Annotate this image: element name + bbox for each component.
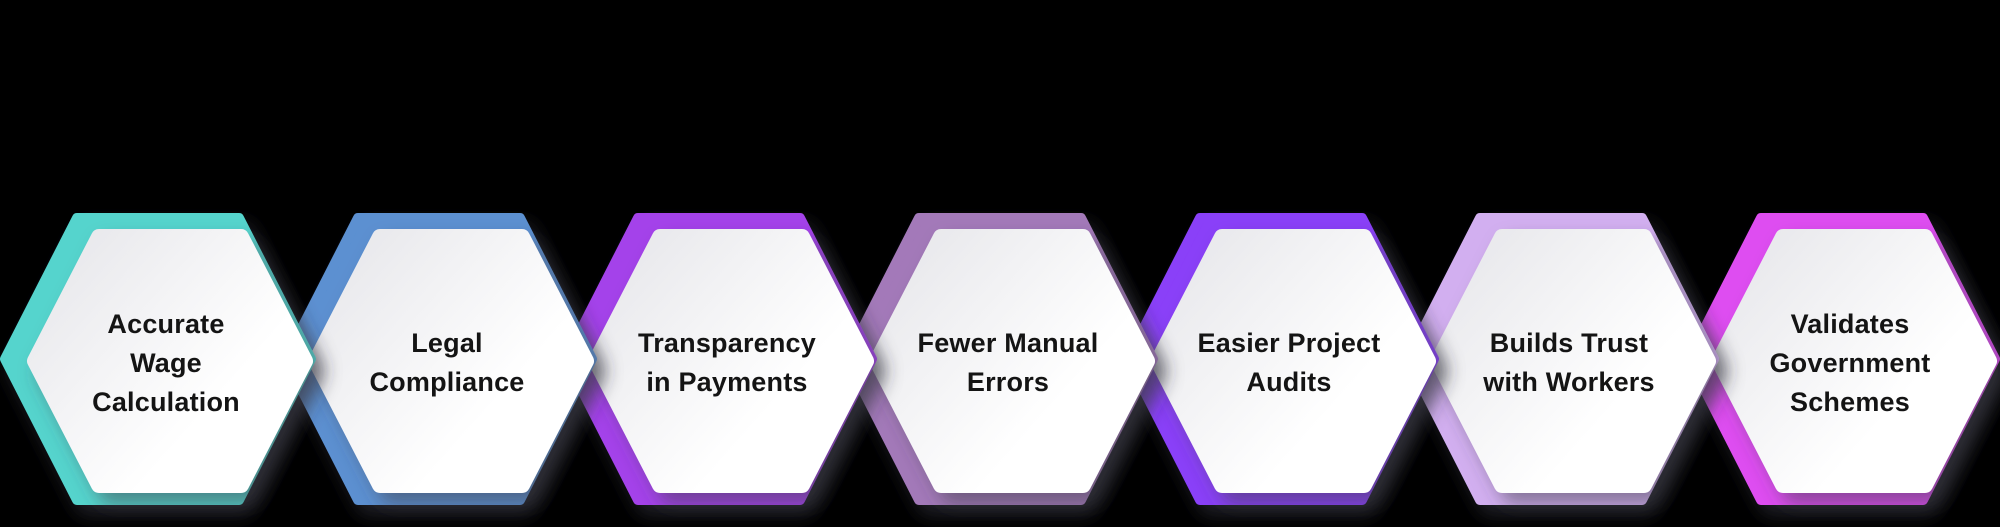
hexagon-label-line: Errors <box>966 367 1050 397</box>
hexagon-face <box>27 229 313 493</box>
hexagon-label-line: Compliance <box>369 367 525 397</box>
hexagon-shape-icon <box>281 213 597 505</box>
hexagon-face <box>1711 229 1997 493</box>
hexagon-card-builds-trust-with-workers: Builds Trust with Workers <box>1403 213 1719 505</box>
hexagon-label-line: Accurate <box>107 308 225 339</box>
hexagon-face <box>588 229 874 493</box>
hexagon-face <box>1150 229 1436 493</box>
hexagon-label: Builds Trust with Workers <box>1436 222 1702 504</box>
hexagon-label: Transparency in Payments <box>594 222 860 504</box>
hexagon-face <box>308 229 594 493</box>
hexagon-label-line: Government <box>1769 347 1931 378</box>
hexagon-shape-icon <box>1123 213 1439 505</box>
hexagon-label-line: Easier Project <box>1197 328 1381 358</box>
hexagon-label-line: Builds Trust <box>1489 328 1649 358</box>
hexagon-label-line: Transparency <box>638 328 816 358</box>
hexagon-label-line: Wage <box>130 347 202 378</box>
hexagon-label-line: in Payments <box>646 367 808 397</box>
hexagon-shape-icon <box>1403 213 1719 505</box>
hexagon-label-line: Calculation <box>92 386 240 417</box>
hexagon-label-line: Schemes <box>1790 386 1910 417</box>
hexagon-shape-icon <box>1684 213 2000 505</box>
hexagon-face <box>1430 229 1716 493</box>
hexagon-card-transparency-in-payments: Transparency in Payments <box>561 213 877 505</box>
hexagon-label-line: Fewer Manual <box>917 328 1099 358</box>
hexagon-label-line: Audits <box>1246 367 1332 397</box>
hexagon-label-line: Legal <box>411 328 483 358</box>
hexagon-label-line: Validates <box>1790 308 1910 339</box>
hexagon-face <box>869 229 1155 493</box>
hexagon-shape-icon <box>842 213 1158 505</box>
hexagon-label-line: with Workers <box>1483 367 1655 397</box>
hexagon-shape-icon <box>0 213 316 505</box>
hexagon-shape-icon <box>561 213 877 505</box>
